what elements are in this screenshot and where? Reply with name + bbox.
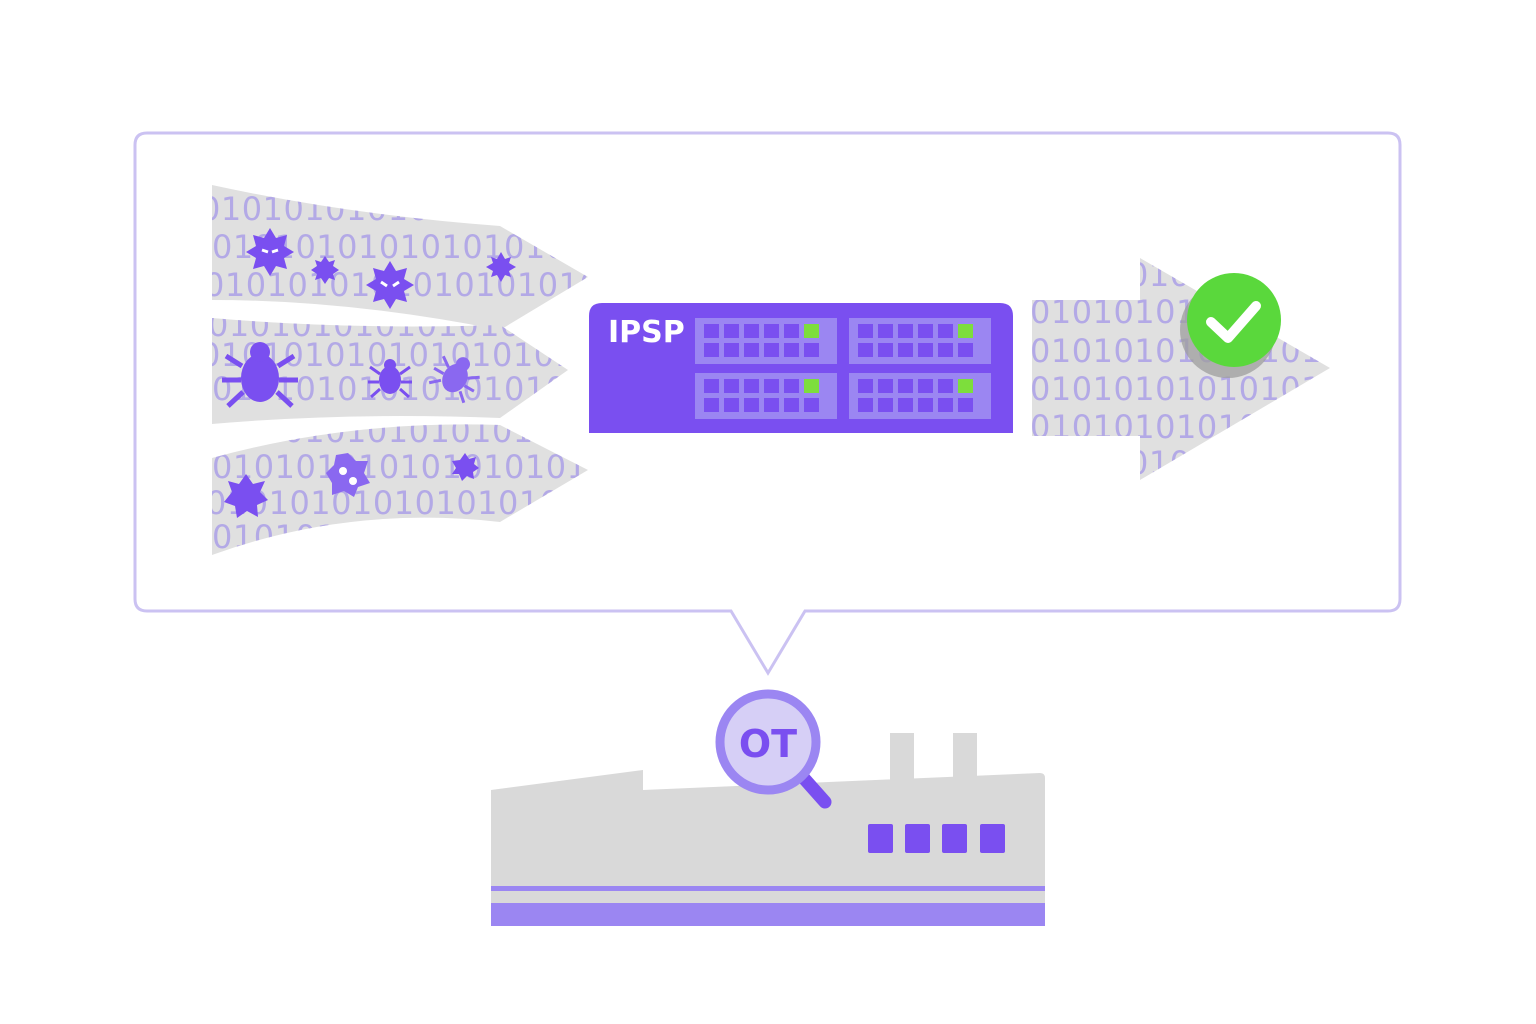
- factory-window: [868, 824, 893, 853]
- network-port: [858, 398, 873, 412]
- bug-icon: [428, 355, 480, 404]
- network-port: [918, 343, 933, 357]
- network-port: [724, 324, 739, 338]
- device-label: IPSP: [608, 315, 685, 350]
- network-port: [858, 324, 873, 338]
- network-port: [898, 379, 913, 393]
- virus-icon: [486, 252, 516, 282]
- network-port: [804, 398, 819, 412]
- status-led: [958, 324, 973, 338]
- factory-window: [980, 824, 1005, 853]
- network-port: [938, 379, 953, 393]
- check-circle-icon: [1180, 273, 1281, 378]
- network-port: [764, 379, 779, 393]
- network-port: [744, 343, 759, 357]
- network-port: [724, 398, 739, 412]
- status-led: [958, 379, 973, 393]
- network-port: [744, 379, 759, 393]
- virus-icon: [366, 261, 414, 309]
- germ-icon: [452, 453, 479, 481]
- factory-window: [905, 824, 930, 853]
- magnifier-icon: OT: [715, 689, 832, 809]
- network-port: [918, 398, 933, 412]
- status-led: [804, 379, 819, 393]
- status-led: [804, 324, 819, 338]
- network-port: [724, 379, 739, 393]
- network-port: [918, 324, 933, 338]
- network-port: [938, 398, 953, 412]
- network-port: [878, 398, 893, 412]
- network-port: [704, 343, 719, 357]
- virus-icon: [246, 228, 294, 276]
- network-port: [878, 379, 893, 393]
- factory-icon: [491, 733, 1045, 926]
- virus-icon: [311, 256, 339, 284]
- network-port: [704, 324, 719, 338]
- network-port: [724, 343, 739, 357]
- network-port: [918, 379, 933, 393]
- network-port: [898, 398, 913, 412]
- network-port: [764, 324, 779, 338]
- network-port: [764, 398, 779, 412]
- ot-label: OT: [739, 722, 797, 766]
- germ-icon: [224, 474, 268, 518]
- network-port: [958, 343, 973, 357]
- network-port: [858, 379, 873, 393]
- network-port: [898, 343, 913, 357]
- bug-icon: [368, 359, 412, 399]
- incoming-arrow-bottom: 0101010101010101010101010101010101010 01…: [212, 424, 984, 555]
- network-port: [784, 379, 799, 393]
- network-port: [858, 343, 873, 357]
- network-port: [744, 324, 759, 338]
- network-port: [764, 343, 779, 357]
- factory-window: [942, 824, 967, 853]
- network-appliance-icon: IPSP: [589, 303, 1013, 433]
- network-port: [704, 398, 719, 412]
- network-port: [704, 379, 719, 393]
- network-port: [958, 398, 973, 412]
- network-port: [784, 343, 799, 357]
- network-port: [804, 343, 819, 357]
- bits-row: 0101010101010101010101010101010101010: [212, 448, 984, 486]
- network-port: [784, 398, 799, 412]
- network-port: [744, 398, 759, 412]
- network-port: [784, 324, 799, 338]
- network-port: [878, 343, 893, 357]
- germ-icon: [326, 453, 370, 497]
- network-port: [898, 324, 913, 338]
- network-port: [938, 343, 953, 357]
- network-port: [938, 324, 953, 338]
- bug-icon: [222, 342, 298, 408]
- network-port: [878, 324, 893, 338]
